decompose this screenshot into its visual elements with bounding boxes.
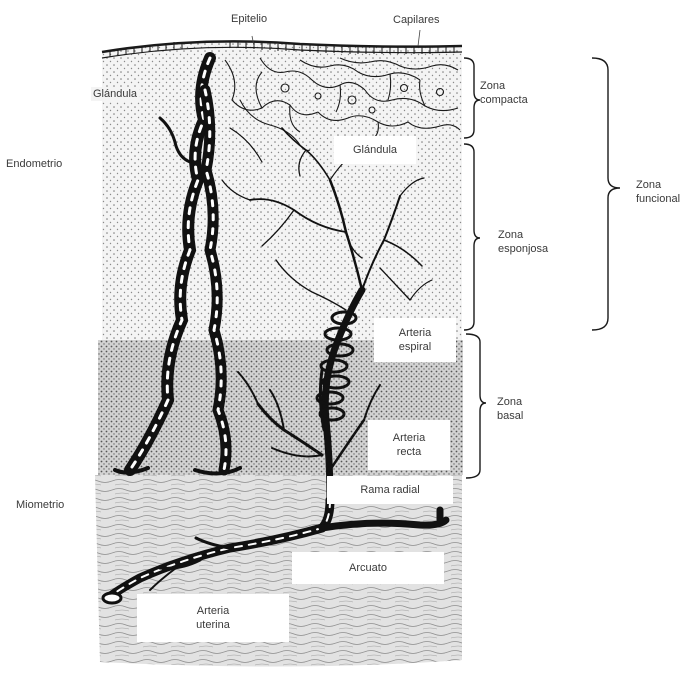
bracket-zona-funcional xyxy=(592,58,620,330)
label-zona-esponjosa: Zona esponjosa xyxy=(498,228,548,256)
label-zona-basal: Zona basal xyxy=(497,395,523,423)
zona-funcional-line2: funcional xyxy=(636,192,680,206)
arcuato-text: Arcuato xyxy=(349,561,387,575)
label-capilares: Capilares xyxy=(393,13,439,27)
box-arteria-espiral: Arteria espiral xyxy=(374,318,456,362)
label-zona-funcional: Zona funcional xyxy=(636,178,680,206)
bracket-zona-compacta xyxy=(464,58,480,138)
arteria-espiral-line1: Arteria xyxy=(399,326,431,340)
zona-funcional-line1: Zona xyxy=(636,178,680,192)
label-epitelio: Epitelio xyxy=(231,12,267,26)
box-arcuato: Arcuato xyxy=(292,552,444,584)
bracket-zona-esponjosa xyxy=(464,144,480,330)
arteria-uterina-line2: uterina xyxy=(196,618,230,632)
label-zona-compacta: Zona compacta xyxy=(480,79,528,107)
bracket-zona-basal xyxy=(466,334,486,478)
glandula-box-text: Glándula xyxy=(353,143,397,157)
functional-layer xyxy=(102,42,462,340)
box-rama-radial: Rama radial xyxy=(327,476,453,504)
arteria-espiral-line2: espiral xyxy=(399,340,431,354)
box-glandula: Glándula xyxy=(334,136,416,164)
rama-radial-text: Rama radial xyxy=(360,483,419,497)
zona-esponjosa-line2: esponjosa xyxy=(498,242,548,256)
zona-esponjosa-line1: Zona xyxy=(498,228,548,242)
zone-brackets xyxy=(464,58,620,478)
zona-basal-line2: basal xyxy=(497,409,523,423)
zona-basal-line1: Zona xyxy=(497,395,523,409)
arteria-recta-line1: Arteria xyxy=(393,431,425,445)
label-miometrio: Miometrio xyxy=(16,498,64,512)
box-arteria-uterina: Arteria uterina xyxy=(137,594,289,642)
box-arteria-recta: Arteria recta xyxy=(368,420,450,470)
label-endometrio: Endometrio xyxy=(6,157,62,171)
arteria-recta-line2: recta xyxy=(397,445,421,459)
label-glandula-top: Glándula xyxy=(91,87,139,101)
zona-compacta-line2: compacta xyxy=(480,93,528,107)
zona-compacta-line1: Zona xyxy=(480,79,528,93)
arteria-uterina-line1: Arteria xyxy=(197,604,229,618)
